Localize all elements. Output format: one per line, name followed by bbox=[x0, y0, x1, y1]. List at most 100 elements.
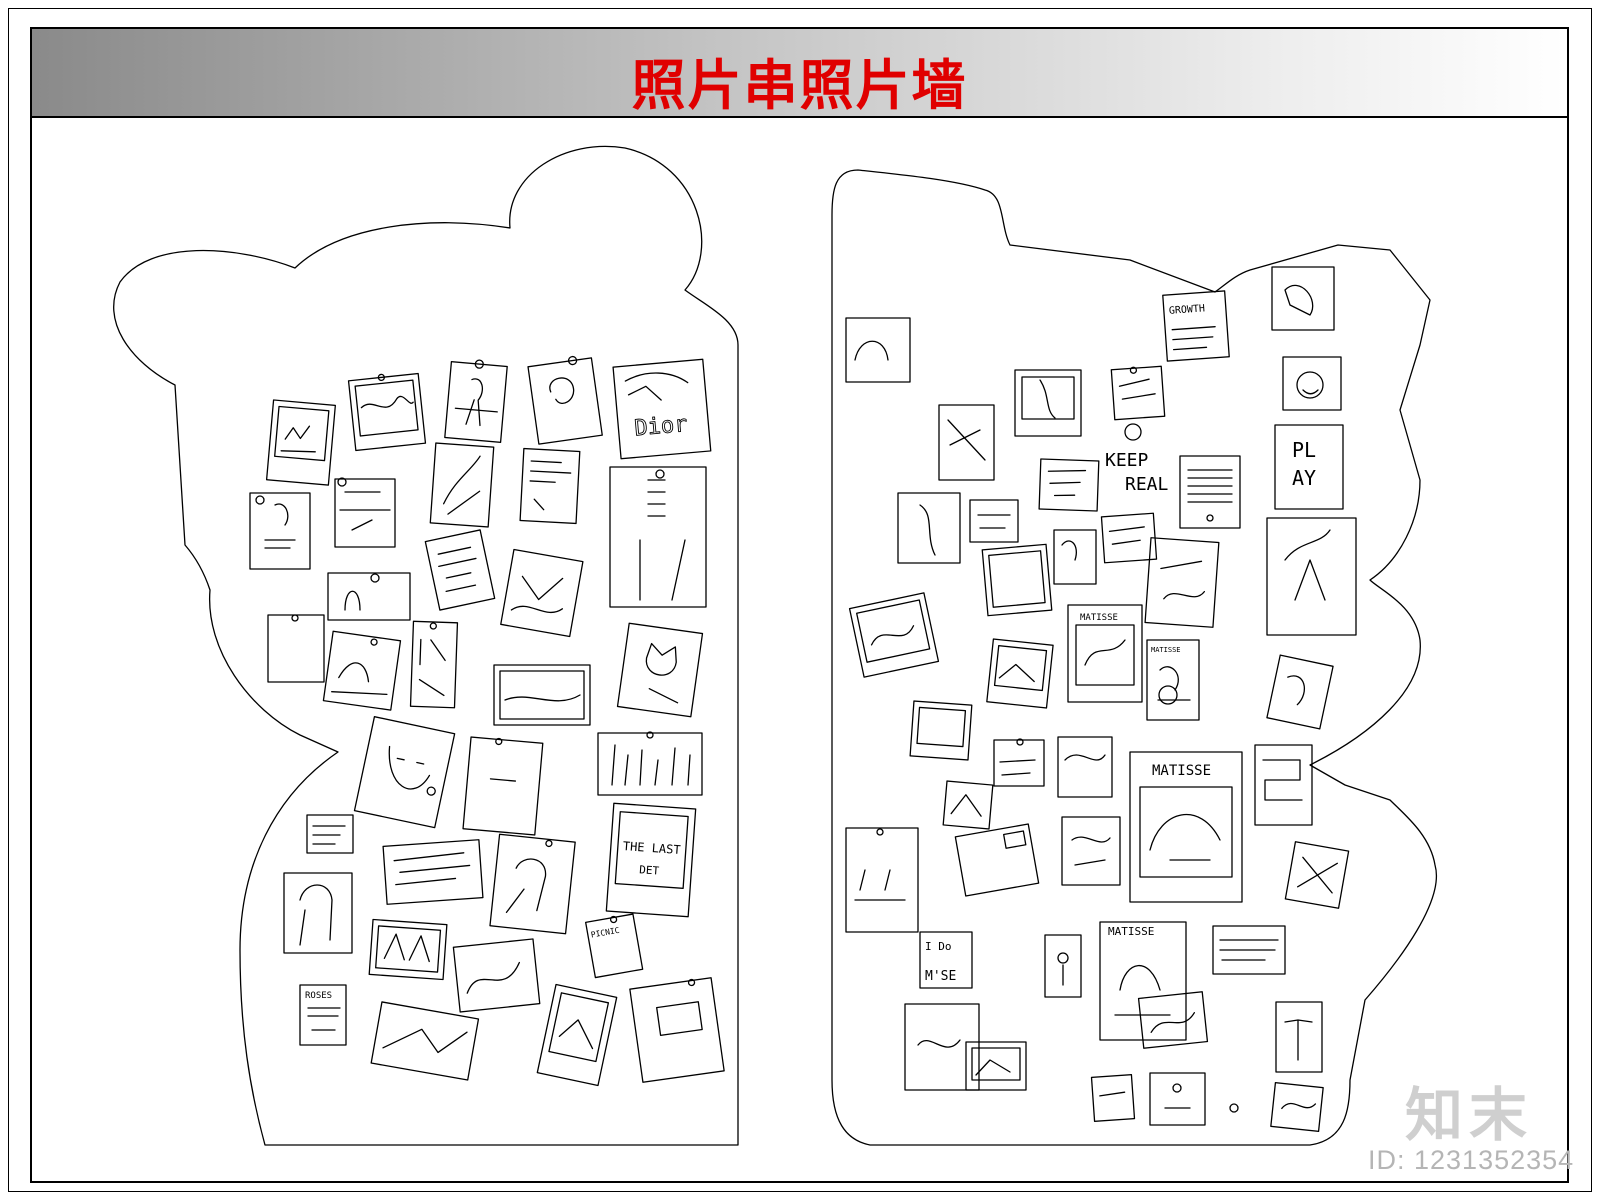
real-label: REAL bbox=[1125, 474, 1169, 495]
right-photo-play: PL AY bbox=[1274, 424, 1344, 510]
left-photo-20 bbox=[283, 872, 353, 954]
left-photo-12 bbox=[267, 614, 325, 683]
left-photo-2 bbox=[347, 372, 427, 452]
title-bar: 照片串照片墙 bbox=[32, 29, 1567, 118]
left-photo-8 bbox=[334, 477, 396, 548]
right-photo-9 bbox=[1053, 529, 1097, 585]
left-photo-cat bbox=[616, 622, 704, 718]
pl-label: PL bbox=[1292, 438, 1316, 462]
right-photo-12 bbox=[981, 543, 1053, 617]
left-photo-tall bbox=[609, 466, 707, 608]
left-photo-24 bbox=[536, 983, 618, 1087]
left-photo-18 bbox=[382, 839, 484, 905]
left-photo-14 bbox=[409, 620, 459, 709]
inner-frame bbox=[30, 27, 1569, 1183]
right-photo-24 bbox=[1284, 841, 1350, 909]
keep-label: KEEP bbox=[1105, 450, 1149, 471]
right-photo-8 bbox=[969, 499, 1019, 543]
right-photo-11 bbox=[1144, 537, 1220, 628]
right-wall-blob-outline bbox=[831, 169, 1438, 1146]
right-photo-palm bbox=[1275, 1001, 1323, 1073]
right-photo-5 bbox=[938, 404, 995, 481]
right-photo-10 bbox=[1100, 512, 1158, 564]
left-photo-22 bbox=[452, 938, 541, 1013]
thelast-label: THE LAST bbox=[622, 839, 681, 857]
growth-label: GROWTH bbox=[1169, 303, 1206, 316]
right-photo-16 bbox=[1266, 654, 1334, 730]
matisse-label-1: MATISSE bbox=[1080, 613, 1118, 623]
left-photo-thelast: THE LAST DET bbox=[605, 802, 697, 918]
left-photo-dior: Dior bbox=[612, 358, 712, 460]
left-photo-4 bbox=[527, 355, 603, 445]
left-wall-bear-outline bbox=[113, 145, 739, 1146]
left-photo-3 bbox=[444, 359, 508, 443]
right-photo-21 bbox=[942, 780, 994, 830]
mse-label: M'SE bbox=[925, 969, 956, 984]
right-photo-25 bbox=[845, 827, 919, 933]
left-photo-face bbox=[353, 716, 456, 829]
picnic-label: PICNIC bbox=[590, 926, 620, 940]
right-photo-20 bbox=[1254, 744, 1313, 826]
det-label: DET bbox=[639, 863, 660, 877]
right-photo-32 bbox=[1149, 1072, 1206, 1126]
ay-label: AY bbox=[1292, 466, 1316, 490]
right-photo-29 bbox=[904, 1003, 980, 1091]
right-photo-23 bbox=[1061, 816, 1121, 886]
right-photo-19 bbox=[1057, 736, 1113, 798]
right-photo-17 bbox=[909, 700, 973, 761]
right-photo-smiley bbox=[1282, 356, 1342, 411]
right-photo-text-page bbox=[1179, 455, 1241, 529]
left-photo-7 bbox=[249, 492, 311, 570]
left-photo-9 bbox=[424, 529, 496, 611]
left-photo-picnic: PICNIC bbox=[585, 913, 644, 979]
left-photo-23 bbox=[370, 1001, 480, 1081]
ido-label: I Do bbox=[925, 940, 952, 953]
right-photo-18 bbox=[993, 738, 1045, 787]
left-photo-17 bbox=[306, 814, 354, 854]
image-id-label: ID: 1231352354 bbox=[1368, 1145, 1575, 1175]
left-photo-25 bbox=[629, 977, 725, 1083]
outer-frame bbox=[8, 8, 1592, 1192]
right-photo-4 bbox=[1110, 365, 1166, 421]
right-photo-33 bbox=[1270, 1081, 1324, 1133]
dior-label: Dior bbox=[633, 412, 688, 442]
left-photo-5 bbox=[429, 442, 495, 528]
right-photo-keepreal: KEEP REAL bbox=[1105, 450, 1169, 495]
right-hook-2 bbox=[1229, 1103, 1239, 1113]
right-photo-growth: GROWTH bbox=[1162, 290, 1230, 362]
brand-logo: 知末 bbox=[1405, 1081, 1534, 1149]
right-photo-matisse-1: MATISSE bbox=[1067, 604, 1143, 703]
right-photo-31 bbox=[1090, 1074, 1136, 1122]
right-hook-1 bbox=[1124, 423, 1142, 441]
right-photo-6 bbox=[1038, 458, 1100, 512]
left-photo-13 bbox=[322, 630, 402, 711]
matisse-label-4: MATISSE bbox=[1108, 925, 1154, 938]
right-photo-1 bbox=[845, 317, 911, 383]
left-photo-19 bbox=[489, 833, 576, 935]
right-photo-28 bbox=[1137, 991, 1209, 1049]
right-photo-ido: I Do M'SE bbox=[919, 931, 973, 989]
right-photo-15 bbox=[986, 638, 1054, 709]
right-photo-3 bbox=[1014, 369, 1082, 437]
left-photo-grass bbox=[597, 731, 703, 796]
left-photo-16 bbox=[462, 736, 544, 836]
matisse-label-3: MATISSE bbox=[1152, 763, 1211, 779]
right-photo-matisse-2: MATISSE bbox=[1146, 639, 1200, 721]
right-photo-13 bbox=[1266, 517, 1357, 636]
left-photo-15 bbox=[493, 664, 591, 726]
right-photo-14 bbox=[848, 592, 940, 678]
matisse-label-2: MATISSE bbox=[1151, 646, 1181, 654]
left-photo-1 bbox=[265, 399, 336, 486]
left-photo-6 bbox=[519, 447, 581, 525]
left-photo-11 bbox=[327, 572, 411, 621]
left-photo-21 bbox=[368, 918, 448, 981]
right-photo-26 bbox=[1212, 925, 1286, 975]
right-photo-2 bbox=[1271, 266, 1335, 331]
left-photo-roses: ROSES bbox=[299, 984, 347, 1046]
right-photo-27 bbox=[1044, 934, 1082, 998]
roses-label: ROSES bbox=[305, 991, 332, 1001]
right-photo-30 bbox=[965, 1041, 1027, 1091]
right-photo-22 bbox=[954, 823, 1040, 897]
right-photo-matisse-big: MATISSE bbox=[1129, 751, 1243, 903]
